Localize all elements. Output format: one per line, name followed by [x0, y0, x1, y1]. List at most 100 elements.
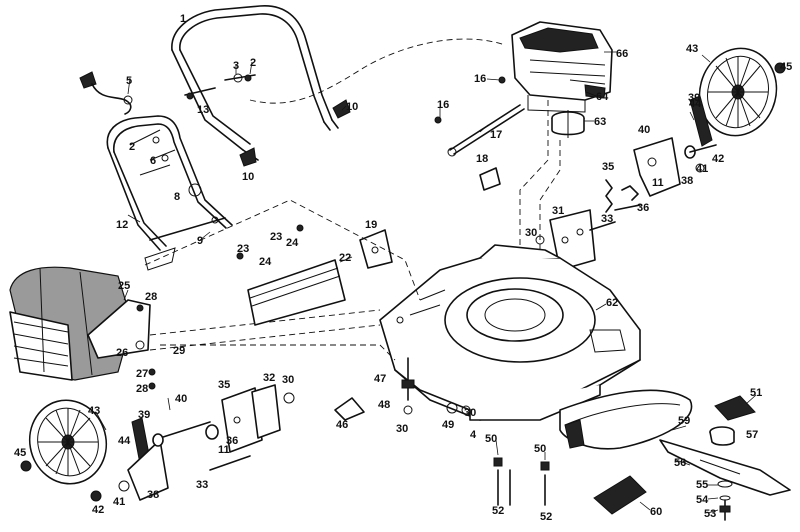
mower-blade: [659, 439, 791, 496]
starter-rope-guide: [79, 71, 133, 115]
part-number-labels: 1 2 3 13 10 10 5 2 6 8 12 9 66 64 63 16 …: [14, 13, 792, 523]
label-part-1: 1: [180, 13, 186, 25]
label-part-44b: 44: [118, 435, 131, 447]
rear-bracket: [549, 209, 616, 271]
label-part-24b: 24: [259, 256, 272, 268]
label-part-16: 16: [474, 73, 486, 85]
label-part-55: 55: [696, 479, 708, 491]
front-height-adjuster: [90, 417, 211, 502]
mower-deck: [379, 244, 641, 421]
washer-30: [535, 235, 545, 245]
label-part-33: 33: [601, 213, 613, 225]
bolt-9: [211, 216, 219, 224]
label-part-22: 22: [339, 252, 351, 264]
label-part-35: 35: [602, 161, 614, 173]
label-part-11b: 11: [218, 444, 230, 456]
label-part-57: 57: [746, 429, 758, 441]
bolt-27: [148, 368, 156, 376]
label-part-18: 18: [476, 153, 488, 165]
rear-door-bracket: [359, 229, 393, 269]
label-part-23b: 23: [237, 243, 249, 255]
label-part-10: 10: [346, 101, 358, 113]
label-part-40: 40: [638, 124, 650, 136]
label-part-23: 23: [270, 231, 282, 243]
label-part-48: 48: [378, 399, 390, 411]
label-part-30: 30: [525, 227, 537, 239]
label-part-25: 25: [118, 280, 130, 292]
label-part-2: 2: [250, 57, 256, 69]
label-part-5: 5: [126, 75, 132, 87]
spring: [605, 179, 641, 213]
label-part-46: 46: [336, 419, 348, 431]
label-part-31: 31: [552, 205, 564, 217]
side-discharge-shield: [559, 389, 693, 450]
label-part-50: 50: [485, 433, 497, 445]
height-adjust-lever: [334, 357, 415, 421]
label-part-29: 29: [173, 345, 185, 357]
label-part-32: 32: [263, 372, 275, 384]
label-part-3: 3: [233, 60, 239, 72]
label-part-51: 51: [750, 387, 762, 399]
label-part-52: 52: [492, 505, 504, 517]
label-part-17: 17: [490, 129, 502, 141]
label-part-66: 66: [616, 48, 628, 60]
blade-bolt-stack: [714, 395, 756, 521]
bolt-13: [186, 92, 194, 100]
label-part-47: 47: [374, 373, 386, 385]
cable-clip: [239, 99, 351, 167]
label-part-53: 53: [704, 508, 716, 520]
shaft-rod: [447, 104, 525, 157]
label-part-52b: 52: [540, 511, 552, 523]
lower-handle: [106, 115, 233, 271]
label-part-4: 4: [470, 429, 477, 441]
bolt-16: [434, 116, 442, 124]
front-wheel-left: [20, 399, 108, 485]
label-part-9: 9: [197, 235, 203, 247]
bolt-28-top: [136, 304, 144, 312]
engine-pulley: [551, 110, 585, 138]
front-axle-bracket: [205, 384, 295, 471]
label-part-38: 38: [681, 175, 693, 187]
rear-height-adjuster-right: [633, 95, 717, 197]
label-part-16b: 16: [437, 99, 449, 111]
label-part-27: 27: [136, 368, 148, 380]
label-part-36: 36: [637, 202, 649, 214]
bolt-23-b: [296, 224, 304, 232]
label-part-13: 13: [197, 104, 209, 116]
label-part-19: 19: [365, 219, 377, 231]
label-part-30b: 30: [282, 374, 294, 386]
bolt-26: [135, 340, 145, 350]
label-part-42: 42: [712, 153, 724, 165]
rear-flap: [87, 299, 151, 359]
label-part-39b: 39: [138, 409, 150, 421]
label-part-50b: 50: [534, 443, 546, 455]
label-part-43b: 43: [88, 405, 100, 417]
label-part-39: 39: [688, 92, 700, 104]
clip-8: [188, 183, 202, 197]
label-part-33b: 33: [196, 479, 208, 491]
upper-handle: [171, 5, 506, 161]
label-part-24: 24: [286, 237, 299, 249]
label-part-28: 28: [145, 291, 157, 303]
label-part-56: 56: [674, 457, 686, 469]
label-part-45b: 45: [14, 447, 26, 459]
label-part-2b: 2: [129, 141, 135, 153]
engine: [511, 21, 613, 113]
label-part-30c: 30: [396, 423, 408, 435]
label-part-44-shown: 44: [689, 98, 702, 110]
label-part-30d: 30: [464, 407, 476, 419]
bolt-2: [244, 74, 252, 82]
label-part-54: 54: [696, 494, 709, 506]
deflector-cover: [593, 475, 647, 515]
bolt-23: [236, 252, 244, 260]
label-part-11: 11: [652, 177, 664, 189]
rear-deflector: [247, 259, 346, 326]
blade-adapter: [709, 426, 735, 446]
label-part-62: 62: [606, 297, 618, 309]
label-part-28b: 28: [136, 383, 148, 395]
label-part-35b: 35: [218, 379, 230, 391]
bracket-18: [479, 167, 501, 191]
label-part-12: 12: [116, 219, 128, 231]
label-part-64: 64: [596, 91, 609, 103]
